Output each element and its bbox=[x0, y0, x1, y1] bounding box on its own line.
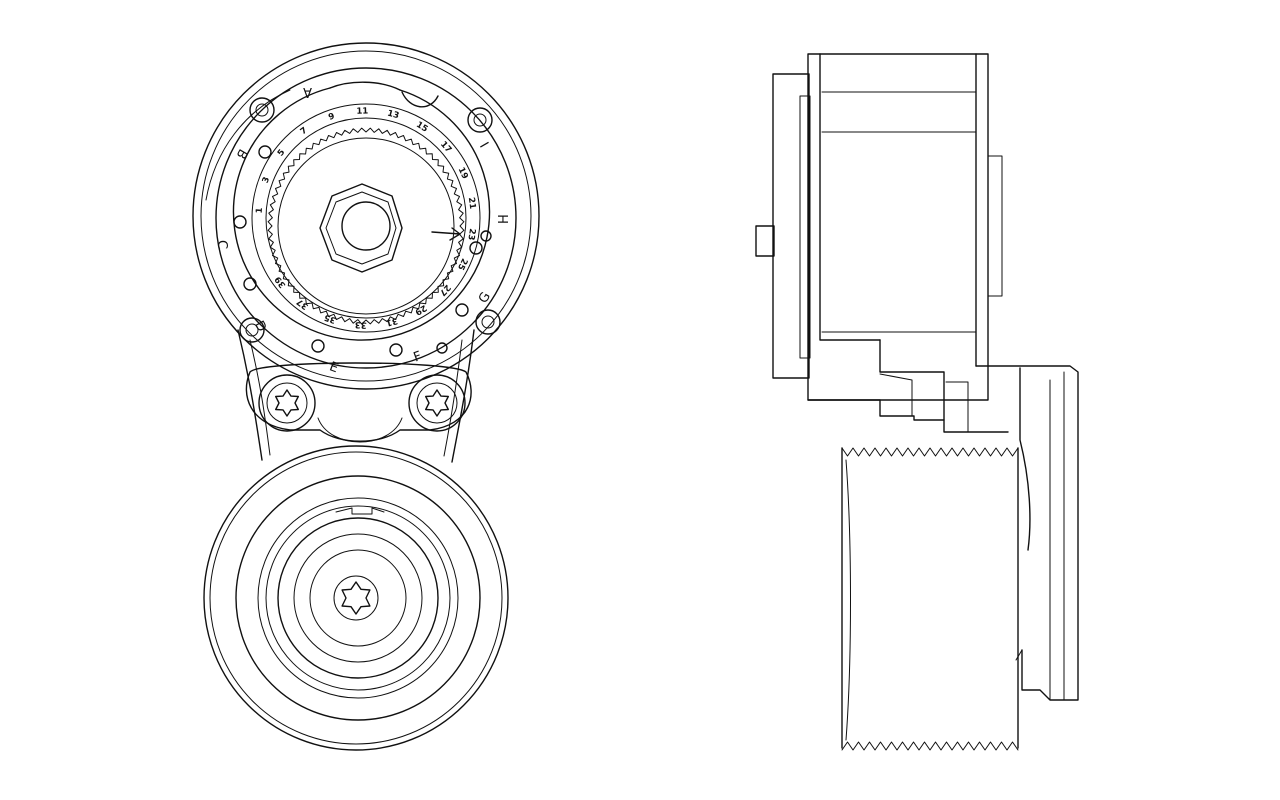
torx-bolts bbox=[258, 374, 466, 621]
dial-mark-i: I bbox=[478, 139, 493, 150]
dial-housing bbox=[192, 42, 540, 390]
scale-number-11: 11 bbox=[356, 106, 368, 116]
scale-number-1: 1 bbox=[255, 207, 265, 214]
torx-bolt-left bbox=[258, 374, 316, 432]
scale-number-7: 7 bbox=[299, 126, 310, 138]
side-flange bbox=[755, 73, 811, 379]
dial-mark-d: D bbox=[251, 319, 269, 335]
hex-nut bbox=[319, 183, 403, 273]
side-view bbox=[755, 53, 1079, 751]
side-stepped-base bbox=[807, 339, 1009, 433]
torx-bolt-right bbox=[408, 374, 466, 432]
dial-mark-c: C bbox=[214, 240, 229, 249]
mount-bolt bbox=[475, 309, 501, 335]
adjustment-holes bbox=[233, 145, 492, 357]
mount-bolt bbox=[239, 317, 265, 343]
side-pin bbox=[755, 225, 775, 257]
side-pulley bbox=[841, 447, 1019, 751]
scale-number-19: 19 bbox=[456, 166, 470, 181]
serrated-rotor bbox=[267, 127, 465, 325]
scale-number-33: 33 bbox=[355, 319, 367, 330]
scale-number-23: 23 bbox=[465, 228, 477, 241]
tensioner-arm bbox=[237, 329, 475, 463]
side-housing bbox=[807, 53, 1003, 401]
scale-number-3: 3 bbox=[261, 176, 272, 185]
scale-number-9: 9 bbox=[327, 111, 336, 122]
dial-mark-e: E bbox=[327, 359, 340, 376]
scale-number-21: 21 bbox=[466, 197, 478, 210]
pointer-arrow-icon bbox=[431, 227, 461, 241]
idler-pulley bbox=[203, 445, 509, 751]
scale-number-31: 31 bbox=[385, 315, 399, 328]
scale-ring bbox=[232, 81, 491, 341]
mount-bolt bbox=[249, 97, 275, 123]
scale-number-35: 35 bbox=[323, 312, 338, 325]
scale-number-25: 25 bbox=[455, 256, 469, 271]
dial-mark-g: G bbox=[476, 290, 494, 306]
torx-bolt-pulley bbox=[333, 575, 379, 621]
dial-mark-a: A bbox=[303, 84, 312, 99]
mount-bolt bbox=[467, 107, 493, 133]
dial-mark-b: B bbox=[233, 146, 250, 161]
housing-mount-bolts bbox=[239, 97, 501, 343]
scale-number-5: 5 bbox=[276, 148, 288, 159]
dial-mark-h: H bbox=[497, 214, 512, 224]
side-pivot-arm bbox=[975, 365, 1079, 701]
scale-number-13: 13 bbox=[386, 109, 400, 122]
